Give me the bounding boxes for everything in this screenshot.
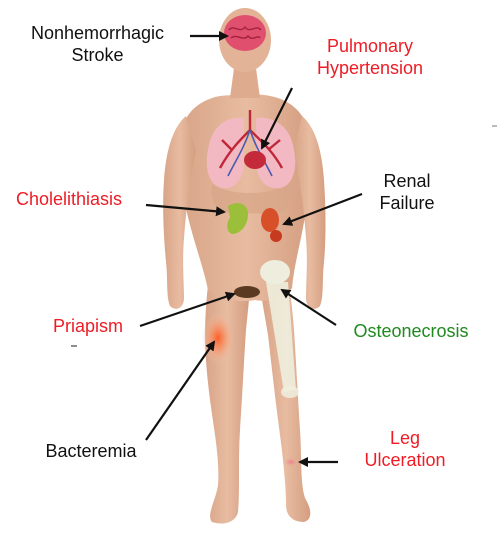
arrow-bacteremia <box>146 342 214 440</box>
label-priapism-text: Priapism <box>38 315 138 337</box>
label-pulmonary-line1: Pulmonary <box>296 35 444 57</box>
label-cholelithiasis: Cholelithiasis <box>0 188 144 210</box>
label-pulmonary-line2: Hypertension <box>296 57 444 79</box>
label-renal-line1: Renal <box>365 170 449 192</box>
ulcer-spot <box>283 457 299 467</box>
heart-organ <box>244 151 266 169</box>
body-silhouette <box>163 8 325 524</box>
label-osteonecrosis-text: Osteonecrosis <box>336 320 486 342</box>
label-osteonecrosis: Osteonecrosis <box>336 320 486 342</box>
label-pulmonary-hypertension: Pulmonary Hypertension <box>296 35 444 79</box>
label-leg-line1: Leg <box>340 427 470 449</box>
label-stroke-line2: Stroke <box>10 44 185 66</box>
label-renal-line2: Failure <box>365 192 449 214</box>
groin-region <box>234 286 260 298</box>
label-bacteremia-text: Bacteremia <box>28 440 154 462</box>
inflammation-spot <box>202 312 234 364</box>
label-stroke-line1: Nonhemorrhagic <box>10 22 185 44</box>
label-priapism: Priapism <box>38 315 138 337</box>
label-nonhemorrhagic-stroke: Nonhemorrhagic Stroke <box>10 22 185 66</box>
brain-organ <box>224 15 266 51</box>
label-renal-failure: Renal Failure <box>365 170 449 214</box>
neck <box>230 68 260 98</box>
label-leg-line2: Ulceration <box>340 449 470 471</box>
label-cholelithiasis-text: Cholelithiasis <box>0 188 144 210</box>
label-bacteremia: Bacteremia <box>28 440 154 462</box>
label-leg-ulceration: Leg Ulceration <box>340 427 470 471</box>
